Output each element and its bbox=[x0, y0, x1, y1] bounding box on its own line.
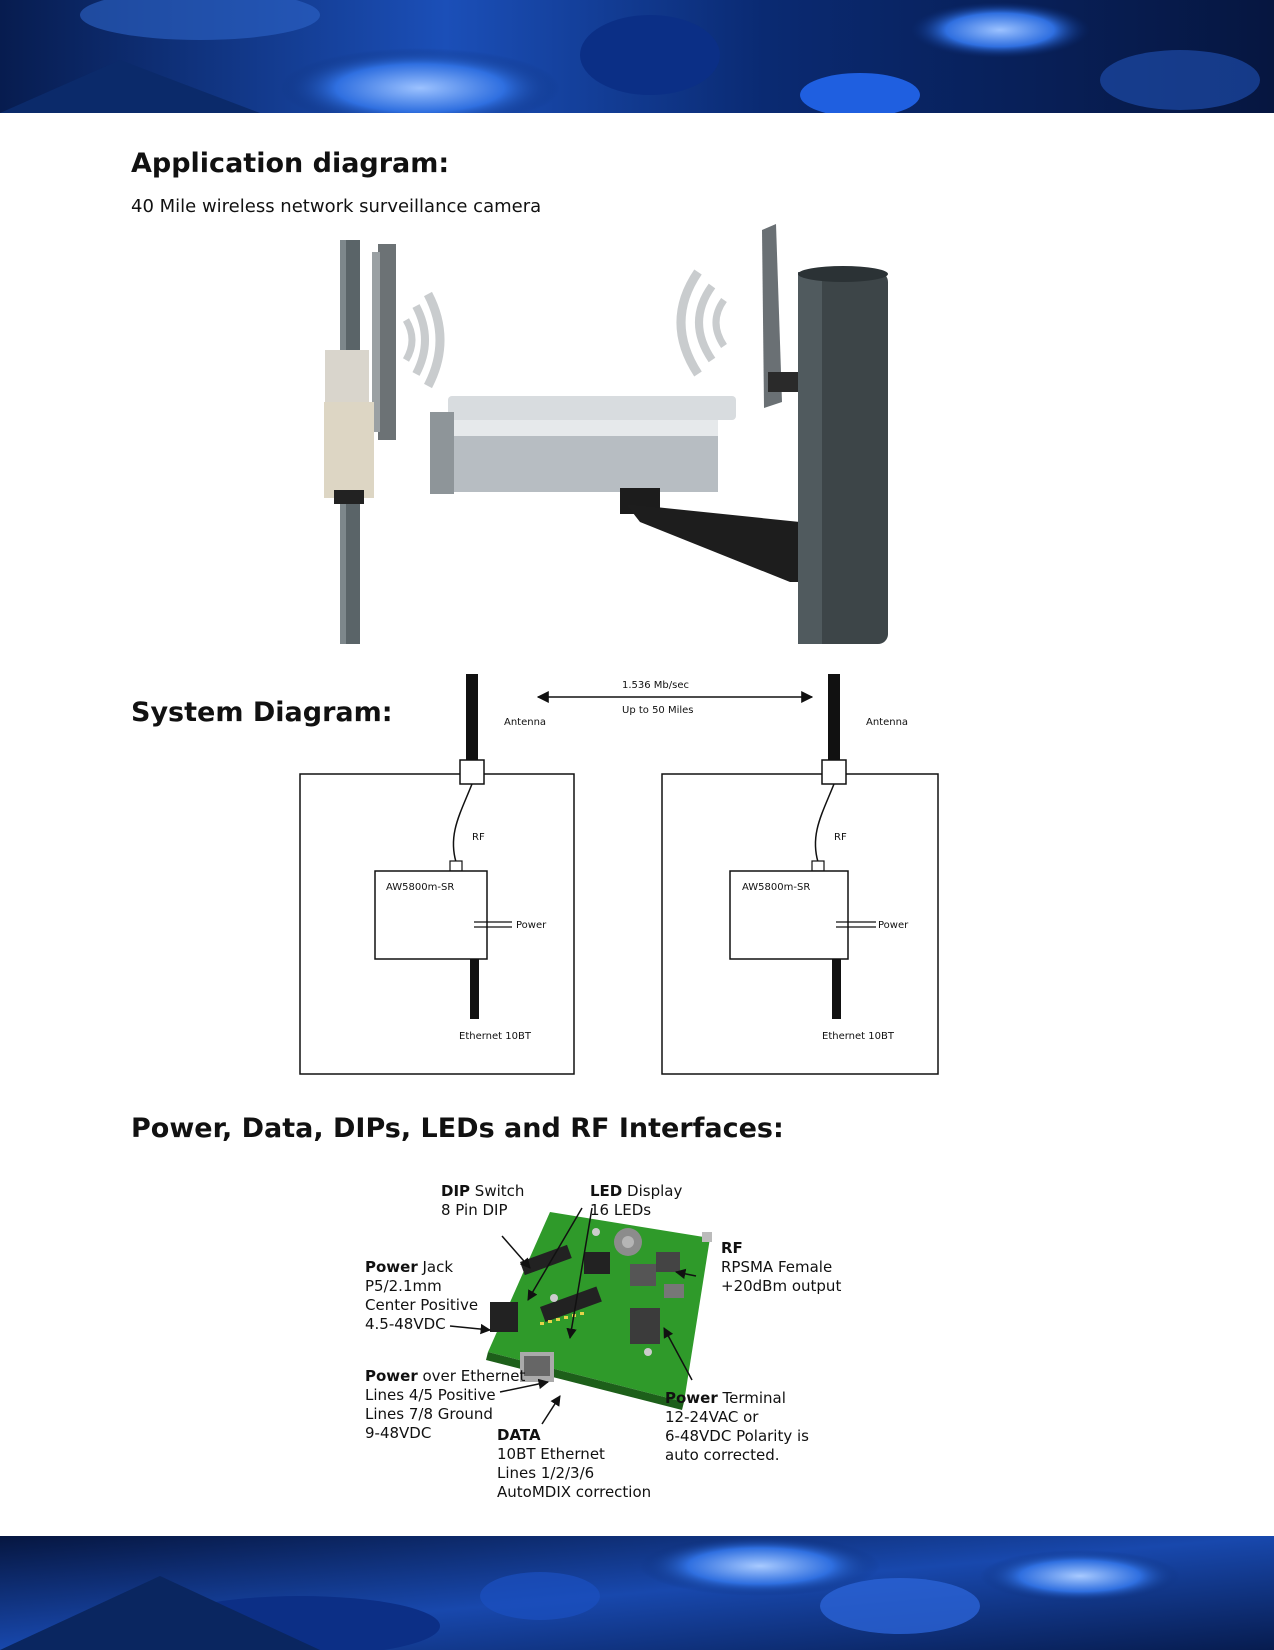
left-unit: Antenna RF AW5800m-SR Power Ethernet 10B… bbox=[299, 674, 575, 1075]
callout-poe-line: Lines 4/5 Positive bbox=[365, 1386, 496, 1404]
callout-power-terminal: Power Terminal 12-24VAC or 6-48VDC Polar… bbox=[665, 1389, 809, 1465]
callout-power-over-ethernet: Power over Ethernet Lines 4/5 Positive L… bbox=[365, 1367, 525, 1443]
callout-rf-line: RPSMA Female bbox=[721, 1258, 833, 1276]
callout-data: DATA 10BT Ethernet Lines 1/2/3/6 AutoMDI… bbox=[497, 1426, 651, 1502]
callout-poe-line: 9-48VDC bbox=[365, 1424, 432, 1442]
left-power-label: Power bbox=[516, 920, 547, 931]
callout-power-jack-title-rest: Jack bbox=[417, 1258, 454, 1276]
callout-poe-title: Power bbox=[365, 1367, 418, 1385]
callout-led-line: 16 LEDs bbox=[590, 1201, 652, 1219]
right-unit: Antenna RF AW5800m-SR Power Ethernet 10B… bbox=[661, 674, 939, 1075]
callout-power-terminal-title: Power bbox=[665, 1389, 718, 1407]
callout-power-terminal-title-rest: Terminal bbox=[717, 1389, 786, 1407]
callout-poe-title-rest: over Ethernet bbox=[417, 1367, 526, 1385]
right-ethernet-label: Ethernet 10BT bbox=[822, 1031, 895, 1042]
callout-power-jack-line: Center Positive bbox=[365, 1296, 479, 1314]
application-diagram-heading: Application diagram: bbox=[131, 148, 450, 179]
callout-power-jack-title: Power bbox=[365, 1258, 418, 1276]
left-rf-label: RF bbox=[472, 832, 485, 843]
callout-rf: RF RPSMA Female +20dBm output bbox=[721, 1239, 841, 1296]
callout-led-title-rest: Display bbox=[622, 1182, 683, 1200]
right-power-label: Power bbox=[878, 920, 909, 931]
footer-banner bbox=[0, 1536, 1274, 1650]
right-module-label: AW5800m-SR bbox=[742, 882, 810, 893]
application-diagram-subtitle: 40 Mile wireless network surveillance ca… bbox=[131, 196, 542, 217]
link-range-label: Up to 50 Miles bbox=[622, 705, 694, 716]
callout-power-terminal-line: auto corrected. bbox=[665, 1446, 780, 1464]
callout-power-jack-line: 4.5-48VDC bbox=[365, 1315, 446, 1333]
callout-led-display: LED Display 16 LEDs bbox=[590, 1182, 682, 1220]
interfaces-heading: Power, Data, DIPs, LEDs and RF Interface… bbox=[131, 1113, 784, 1144]
callout-power-terminal-line: 12-24VAC or bbox=[665, 1408, 759, 1426]
system-diagram-heading: System Diagram: bbox=[131, 697, 393, 728]
callout-data-line: AutoMDIX correction bbox=[497, 1483, 652, 1501]
left-module-label: AW5800m-SR bbox=[386, 882, 454, 893]
right-rf-label: RF bbox=[834, 832, 847, 843]
callout-rf-title: RF bbox=[721, 1239, 743, 1257]
callout-dip-line: 8 Pin DIP bbox=[441, 1201, 508, 1219]
header-banner bbox=[0, 0, 1274, 113]
callout-dip-switch: DIP Switch 8 Pin DIP bbox=[441, 1182, 524, 1220]
callout-rf-line: +20dBm output bbox=[721, 1277, 842, 1295]
system-diagram: 1.536 Mb/sec Up to 50 Miles Antenna RF A… bbox=[280, 664, 960, 1080]
callout-power-terminal-line: 6-48VDC Polarity is bbox=[665, 1427, 809, 1445]
callout-poe-line: Lines 7/8 Ground bbox=[365, 1405, 493, 1423]
callout-power-jack-line: P5/2.1mm bbox=[365, 1277, 442, 1295]
right-antenna-label: Antenna bbox=[866, 717, 908, 728]
callout-dip-title: DIP bbox=[441, 1182, 471, 1200]
callout-data-title: DATA bbox=[497, 1426, 541, 1444]
callout-led-title: LED bbox=[590, 1182, 623, 1200]
left-ethernet-label: Ethernet 10BT bbox=[459, 1031, 532, 1042]
callout-dip-title-rest: Switch bbox=[470, 1182, 525, 1200]
callout-power-jack: Power Jack P5/2.1mm Center Positive 4.5-… bbox=[365, 1258, 478, 1334]
left-antenna-label: Antenna bbox=[504, 717, 546, 728]
callout-data-line: 10BT Ethernet bbox=[497, 1445, 605, 1463]
link-rate-label: 1.536 Mb/sec bbox=[622, 680, 689, 691]
callout-data-line: Lines 1/2/3/6 bbox=[497, 1464, 595, 1482]
application-photo bbox=[320, 222, 920, 646]
